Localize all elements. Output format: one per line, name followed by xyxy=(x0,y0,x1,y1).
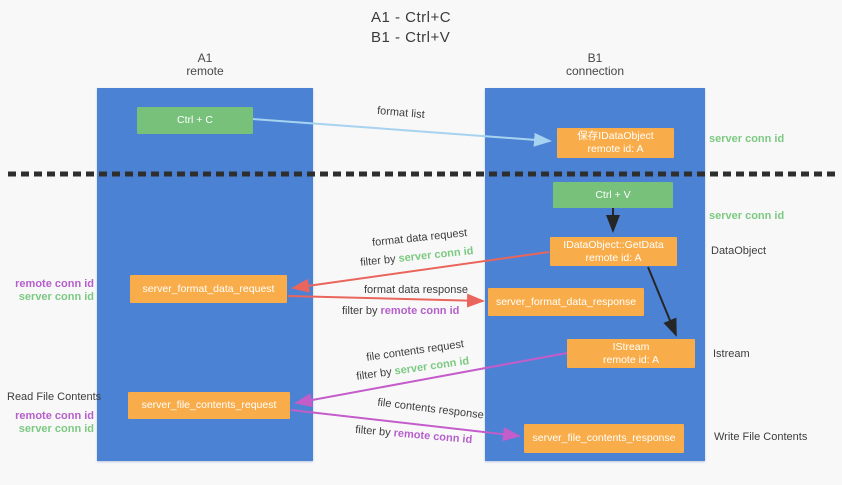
filter-by-prefix: filter by xyxy=(354,423,395,440)
server-conn-id-right-mid: server conn id xyxy=(709,210,785,222)
istream-line2: remote id: A xyxy=(602,353,660,366)
arrow-file-contents-response xyxy=(290,409,521,442)
server-format-data-response-label: server_format_data_response xyxy=(495,295,637,308)
server-file-contents-request-label: server_file_contents_request xyxy=(141,399,277,411)
remote-conn-id-label: remote conn id xyxy=(15,410,94,422)
title-line-1: A1 - Ctrl+C xyxy=(371,9,452,26)
server-format-data-response-box: server_format_data_response xyxy=(488,288,644,316)
getdata-line1: IDataObject::GetData xyxy=(563,238,664,251)
arrow-format-data-response xyxy=(287,293,485,308)
left-conn-id-pair-2: remote conn id server conn id xyxy=(4,410,94,436)
ctrl-c-box: Ctrl + C xyxy=(137,107,253,134)
getdata-line2: remote id: A xyxy=(585,251,642,264)
ctrl-v-label: Ctrl + V xyxy=(595,188,631,201)
lifeline-b1-id: B1 xyxy=(587,51,603,65)
dataobject-label: DataObject xyxy=(711,245,767,257)
arrow-format-list xyxy=(252,118,552,147)
write-file-contents-label: Write File Contents xyxy=(714,431,808,443)
lifeline-a1-id: A1 xyxy=(197,51,213,65)
remote-conn-id-value: remote conn id xyxy=(380,305,460,317)
filter-by-prefix: filter by xyxy=(342,305,381,317)
ctrl-v-box: Ctrl + V xyxy=(553,182,673,208)
diagram-title: A1 - Ctrl+C B1 - Ctrl+V xyxy=(371,8,451,48)
save-idataobject-line1: 保存IDataObject xyxy=(577,130,654,142)
server-file-contents-response-box: server_file_contents_response xyxy=(524,424,684,453)
read-file-contents-label: Read File Contents xyxy=(7,391,102,403)
lifeline-header-a1: A1 remote xyxy=(97,52,313,78)
server-conn-id-label: server conn id xyxy=(18,423,94,435)
arrow-getdata-to-istream xyxy=(647,266,677,337)
istream-line1: IStream xyxy=(612,340,650,353)
server-format-data-request-box: server_format_data_request xyxy=(130,275,287,303)
lifeline-b1-role: connection xyxy=(565,64,625,78)
server-conn-id-label: server conn id xyxy=(18,291,94,303)
lifeline-header-b1: B1 connection xyxy=(485,52,705,78)
ctrl-c-label: Ctrl + C xyxy=(177,114,213,126)
save-idataobject-box: 保存IDataObject remote id: A xyxy=(557,128,674,158)
arrow-file-contents-request xyxy=(294,352,568,407)
server-format-data-request-label: server_format_data_request xyxy=(142,282,275,295)
server-file-contents-request-box: server_file_contents_request xyxy=(128,392,290,419)
istream-box: IStream remote id: A xyxy=(567,339,695,368)
title-line-2: B1 - Ctrl+V xyxy=(371,29,451,46)
idataobject-getdata-box: IDataObject::GetData remote id: A xyxy=(550,237,677,266)
remote-conn-id-label: remote conn id xyxy=(15,278,94,290)
format-data-response-label: format data response xyxy=(364,284,468,296)
left-conn-id-pair-1: remote conn id server conn id xyxy=(4,278,94,304)
lifeline-a1-role: remote xyxy=(186,64,224,78)
save-idataobject-line2: remote id: A xyxy=(587,143,644,155)
filter-by-remote-conn-id-label-1: filter by remote conn id xyxy=(342,305,459,318)
istream-side-label: Istream xyxy=(713,348,750,360)
arrow-format-data-request xyxy=(291,251,550,293)
filter-by-prefix: filter by xyxy=(359,252,400,269)
server-conn-id-right-top: server conn id xyxy=(709,133,785,145)
server-file-contents-response-label: server_file_contents_response xyxy=(532,432,676,444)
